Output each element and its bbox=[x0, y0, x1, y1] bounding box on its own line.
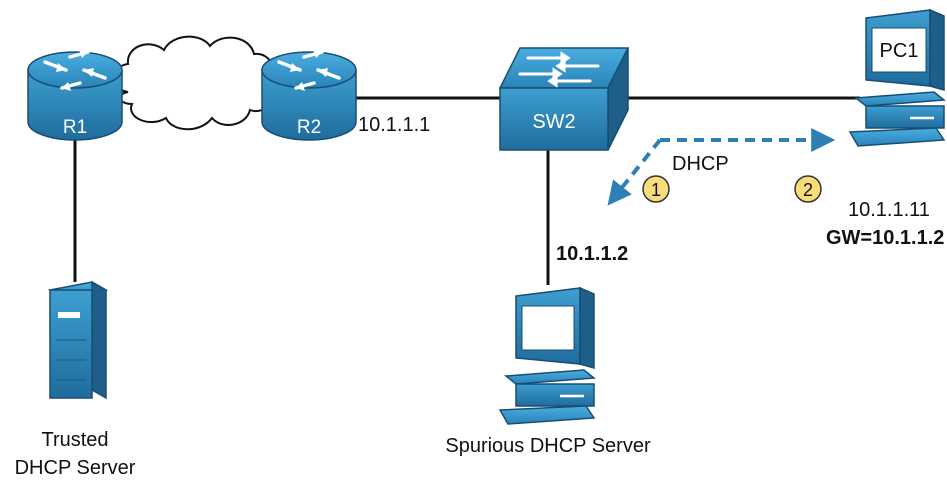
pc1-label: PC1 bbox=[880, 40, 919, 62]
trusted-server-label-line1: Trusted bbox=[41, 429, 108, 451]
pc1: PC1 bbox=[848, 8, 946, 147]
router-icon bbox=[261, 49, 357, 141]
pc1-ip-label: 10.1.1.11 bbox=[848, 199, 930, 221]
step-1-badge: 1 bbox=[642, 175, 670, 203]
dhcp-flow-label: DHCP bbox=[672, 153, 729, 175]
trusted-server-label-line2: DHCP Server bbox=[15, 457, 136, 479]
links bbox=[73, 96, 860, 285]
spurious-dhcp-server: Spurious DHCP Server bbox=[445, 286, 651, 457]
dhcp-flow-arrow-to-server bbox=[607, 138, 662, 206]
trusted-dhcp-server: Trusted DHCP Server bbox=[15, 280, 136, 479]
sw2-label: SW2 bbox=[532, 111, 575, 133]
pc-icon bbox=[498, 286, 596, 425]
router-r2: R2 bbox=[261, 49, 357, 141]
r1-label: R1 bbox=[63, 117, 87, 138]
spurious-ip-label: 10.1.1.2 bbox=[556, 243, 628, 265]
server-icon bbox=[47, 280, 109, 400]
router-icon bbox=[27, 49, 123, 141]
switch-icon bbox=[498, 47, 630, 151]
pc-icon bbox=[848, 8, 946, 147]
cloud-icon bbox=[113, 35, 275, 131]
step-2-badge: 2 bbox=[794, 175, 822, 203]
r2-label: R2 bbox=[297, 117, 321, 138]
spurious-server-label: Spurious DHCP Server bbox=[445, 435, 651, 457]
router-r1: R1 bbox=[27, 49, 123, 141]
dhcp-flow: DHCP 1 2 bbox=[607, 128, 836, 206]
pc1-gateway-label: GW=10.1.1.2 bbox=[826, 227, 944, 249]
step-1-number: 1 bbox=[651, 180, 661, 200]
r2-ip-label: 10.1.1.1 bbox=[358, 114, 430, 136]
step-2-number: 2 bbox=[803, 180, 813, 200]
switch-sw2: SW2 bbox=[498, 47, 630, 151]
